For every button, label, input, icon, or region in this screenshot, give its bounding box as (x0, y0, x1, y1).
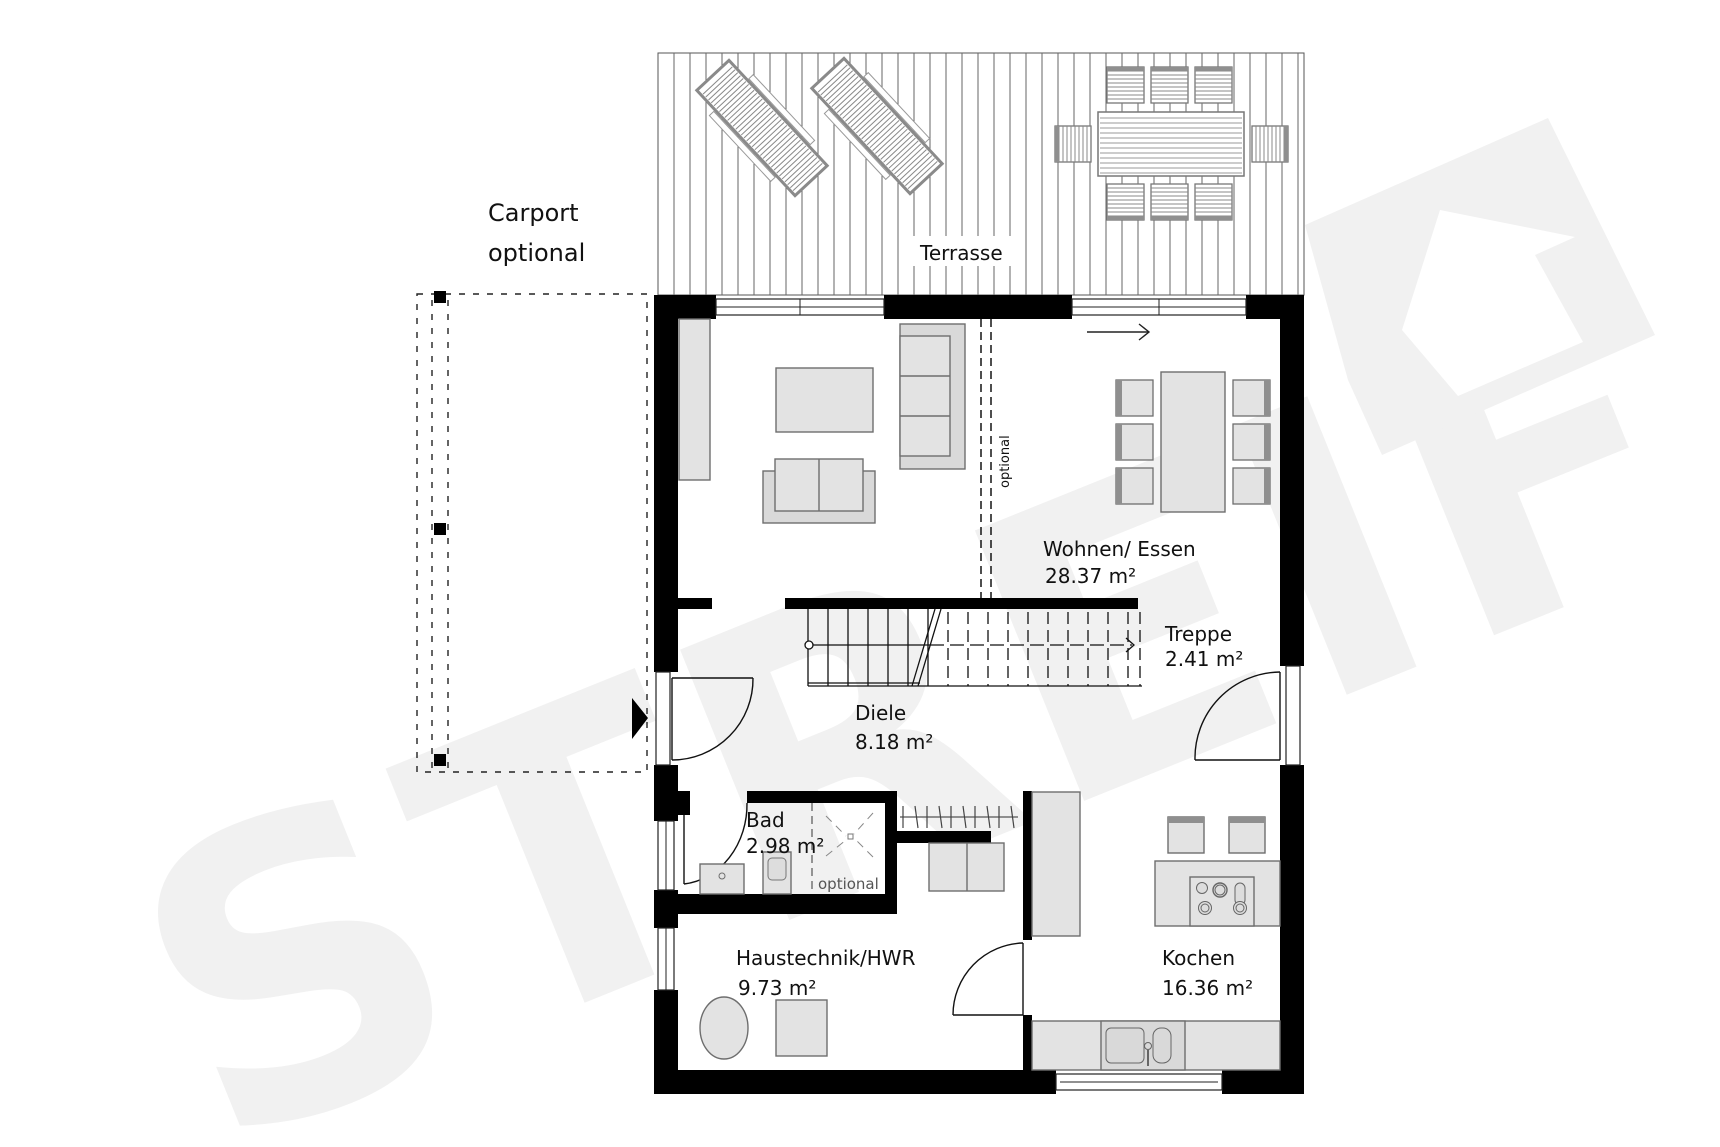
window (1071, 298, 1247, 316)
dining-chair (1232, 467, 1271, 505)
dining-chair (1115, 423, 1154, 461)
optional-partition (980, 319, 992, 598)
terrace-chairs (1054, 66, 1289, 221)
room-area-treppe: 2.41 m² (1165, 647, 1243, 671)
terrace-chair (1194, 66, 1233, 104)
room-name-bad: Bad (746, 808, 785, 832)
room-area-bad: 2.98 m² (746, 834, 824, 858)
terrace-chair (1150, 66, 1189, 104)
entrance-triangle-icon (632, 698, 648, 739)
carport-label-line1: Carport (488, 199, 579, 227)
bar-stool (1228, 816, 1266, 854)
kitchen-counter (1031, 1020, 1281, 1071)
sideboard (678, 318, 711, 481)
room-name-treppe: Treppe (1164, 622, 1232, 646)
carport-post (434, 754, 446, 766)
shower-optional-label: optional (818, 875, 879, 893)
room-name-wohnen: Wohnen/ Essen (1043, 537, 1196, 561)
side-door[interactable] (1194, 665, 1301, 766)
dining-chair (1232, 423, 1271, 461)
dining-table (1160, 371, 1226, 513)
sun-lounger (809, 56, 945, 196)
window (715, 298, 885, 316)
heating-unit (775, 999, 828, 1057)
kitchen-island (1154, 860, 1281, 927)
shower-drain (811, 803, 874, 894)
dining-chair (1232, 379, 1271, 417)
terrace-label: Terrasse (919, 241, 1003, 265)
dining-chair (1115, 379, 1154, 417)
carport-post (434, 291, 446, 303)
carport-outline (416, 291, 648, 773)
tall-cabinet (1031, 791, 1081, 937)
toilet (762, 851, 792, 895)
wardrobe-rail (900, 805, 1018, 829)
room-name-kochen: Kochen (1162, 946, 1235, 970)
sofa-two-seat (762, 458, 876, 524)
interior-walls (678, 598, 1138, 1070)
bathroom-door[interactable] (683, 802, 748, 885)
dining-chair (1115, 467, 1154, 505)
stair-direction-arrow-icon (1125, 637, 1135, 653)
washbasin (699, 863, 745, 895)
terrace-chair (1106, 183, 1145, 221)
utility-room-door[interactable] (952, 942, 1024, 1016)
room-area-wohnen: 28.37 m² (1045, 564, 1136, 588)
room-area-diele: 8.18 m² (855, 730, 933, 754)
sliding-door-arrow-icon (1087, 323, 1151, 341)
terrace-chair (1106, 66, 1145, 104)
carport-post (434, 523, 446, 535)
water-tank (699, 996, 749, 1060)
window (657, 820, 675, 891)
carport-label-line2: optional (488, 239, 585, 267)
sofa-three-seat (899, 323, 966, 470)
room-area-hwr: 9.73 m² (738, 976, 816, 1000)
exterior-walls (654, 295, 1304, 1094)
room-name-hwr: Haustechnik/HWR (736, 946, 916, 970)
terrace-chair (1251, 125, 1289, 163)
dining-chairs (1115, 379, 1271, 505)
watermark-house-icon (1305, 118, 1655, 455)
partition-optional-label: optional (998, 435, 1013, 488)
bar-stool (1167, 816, 1205, 854)
entrance-door[interactable] (655, 671, 754, 766)
terrace-dining-table (1097, 111, 1245, 177)
window (1055, 1073, 1223, 1091)
coffee-table (775, 367, 874, 433)
sun-lounger (694, 58, 830, 198)
room-name-diele: Diele (855, 701, 906, 725)
terrace-chair (1150, 183, 1189, 221)
terrace-chair (1194, 183, 1233, 221)
window (657, 927, 675, 991)
staircase (804, 608, 1142, 687)
terrace-chair (1054, 125, 1092, 163)
room-area-kochen: 16.36 m² (1162, 976, 1253, 1000)
